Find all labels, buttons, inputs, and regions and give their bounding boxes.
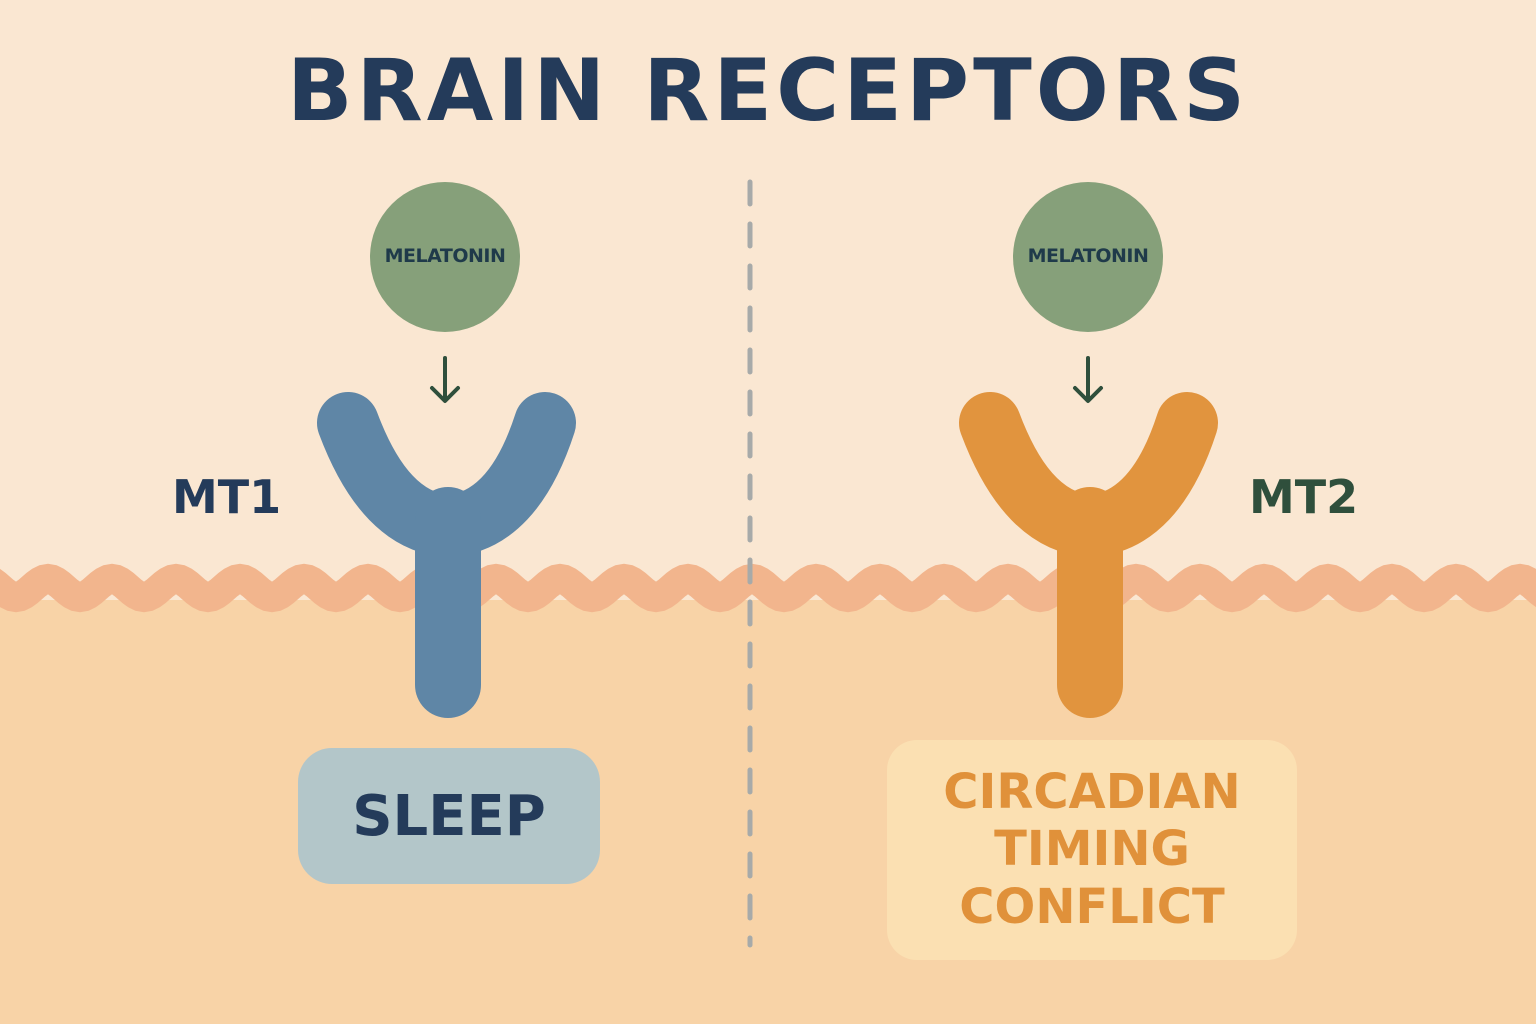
circadian-outcome-line-3: CONFLICT xyxy=(959,878,1225,935)
down-arrow-icon xyxy=(430,356,460,403)
circadian-outcome-box: CIRCADIAN TIMING CONFLICT xyxy=(887,740,1297,960)
circadian-outcome-line-2: TIMING xyxy=(994,821,1190,878)
circadian-outcome-line-1: CIRCADIAN xyxy=(943,763,1241,820)
melatonin-molecule-right xyxy=(1013,182,1163,332)
mt1-label: MT1 xyxy=(172,470,282,524)
mt2-receptor xyxy=(959,392,1218,718)
sleep-outcome-box: SLEEP xyxy=(298,748,600,884)
mt1-receptor xyxy=(317,392,576,718)
mt2-label: MT2 xyxy=(1249,470,1359,524)
diagram-title: BRAIN RECEPTORS xyxy=(286,41,1250,141)
intracellular-region xyxy=(0,600,1536,1024)
melatonin-molecule-left xyxy=(370,182,520,332)
sleep-outcome-label: SLEEP xyxy=(352,783,546,849)
melatonin-label-left: MELATONIN xyxy=(384,245,506,267)
down-arrow-icon xyxy=(1073,356,1103,403)
melatonin-label-right: MELATONIN xyxy=(1027,245,1149,267)
cell-membrane xyxy=(0,563,1536,613)
